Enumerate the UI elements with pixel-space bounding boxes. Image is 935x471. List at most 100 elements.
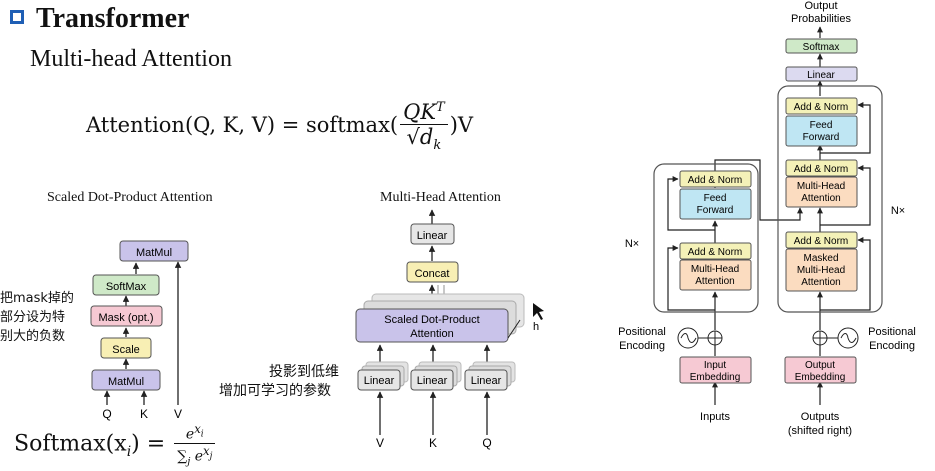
h-label: h [533,321,539,333]
softmax-den-sup-sub: j [209,450,213,461]
scaled-dot-heading: Scaled Dot-Product Attention [47,190,213,205]
formula-fraction: QKT√dk [400,100,448,153]
softmax-num: e [185,426,195,443]
dec-addnorm-bottom: Add & Norm [794,236,848,247]
outputs-label-1: Outputs [801,411,840,423]
formula-rhs: )V [449,113,474,138]
sdp-input-k: K [140,407,148,421]
decoder-block [777,85,883,313]
outputs-label-2: (shifted right) [788,425,852,437]
sdp-input-q: Q [102,407,111,421]
h-bracket [507,319,521,339]
dec-pe-2: Encoding [869,340,915,352]
dec-addnorm-bottom-box [785,231,858,249]
output-embedding-2: Embedding [795,372,846,383]
softmax-formula: Softmax(xi) = exi ∑j exj [14,422,217,467]
mh-linear-stack-v [357,361,409,391]
sdp-softmax: SoftMax [106,281,147,293]
mh-linear-v: Linear [364,375,395,387]
softmax-den-sup: x [203,443,210,458]
output-probs-1: Output [804,0,837,12]
softmax-lhs: Softmax(x [14,431,127,457]
output-embedding-box [784,356,857,384]
mh-input-k: K [429,436,437,450]
sdp-matmul-bottom: MatMul [108,376,144,388]
dec-softmax: Softmax [803,42,840,53]
enc-nx-label: N× [625,238,639,250]
encoder-block [653,163,759,313]
mh-concat-box [406,261,459,283]
sdp-matmul-top-box [119,240,189,262]
sdp-input-v: V [174,407,182,421]
softmax-den-e: e [194,448,204,465]
inputs-label: Inputs [700,411,730,423]
enc-pe-1: Positional [618,326,666,338]
formula-numerator: QK [403,100,437,124]
dec-mha-2: Attention [801,193,840,204]
softmax-num-sup-sub: i [200,429,204,440]
mh-linear-k: Linear [417,375,448,387]
sdp-matmul-top: MatMul [136,247,172,259]
sdp-matmul-bottom-box [91,369,161,391]
sdpa-box [355,308,509,343]
formula-denominator: √d [406,125,434,149]
enc-ff-2: Forward [697,205,734,216]
enc-addnorm-top: Add & Norm [688,175,742,186]
sdp-scale-box [100,337,152,359]
dec-linear-box [785,66,858,82]
softmax-num-sup: x [194,422,201,436]
mh-input-q: Q [482,436,491,450]
sdpa-line2: Attention [410,328,453,340]
dec-masked-mha-box [785,248,858,292]
dec-masked-1: Masked [803,253,838,264]
projection-note-line: 增加可学习的参数 [219,383,331,399]
slide-subtitle: Multi-head Attention [30,46,232,72]
formula-lhs: Attention(Q, K, V) = softmax( [86,113,399,138]
dec-pe-1: Positional [868,326,916,338]
output-embedding-1: Output [805,360,835,371]
dec-addnorm-mid: Add & Norm [794,164,848,175]
mask-note-line: 把mask掉的 [0,291,74,306]
dec-ff-2: Forward [803,132,840,143]
mh-input-v: V [376,436,384,450]
mask-note-line: 别大的负数 [0,329,66,344]
input-embedding-1: Input [704,360,726,371]
softmax-fraction: exi ∑j exj [174,422,216,467]
dec-mha-box [785,176,858,208]
slide-title: Transformer [36,3,190,34]
formula-denominator-sub: k [433,138,442,154]
multi-head-heading: Multi-Head Attention [380,190,501,205]
mask-note: 把mask掉的 部分设为特 别大的负数 [0,289,74,346]
sdp-mask: Mask (opt.) [98,312,153,324]
enc-mha-2: Attention [695,276,734,287]
softmax-lhs-close: ) = [131,431,166,457]
dec-softmax-box [785,38,858,54]
scaled-dot-diagram [103,261,182,405]
input-embedding-box [679,356,752,384]
dec-addnorm-top-box [785,97,858,115]
softmax-lhs-sub: i [126,443,132,460]
dec-mha-1: Multi-Head [797,181,845,192]
title-bullet-icon [10,10,24,24]
dec-addnorm-mid-box [785,159,858,177]
enc-ff-1: Feed [704,193,727,204]
input-embedding-2: Embedding [690,372,741,383]
dec-masked-3: Attention [801,277,840,288]
mh-linear-top-box [410,223,455,245]
enc-mha-box [679,259,752,291]
output-probs-2: Probabilities [791,13,851,25]
mh-linear-top: Linear [417,230,448,242]
dec-addnorm-top: Add & Norm [794,102,848,113]
mask-note-line: 部分设为特 [0,310,66,325]
mh-linear-stack-k [410,361,462,391]
dec-nx-label: N× [891,205,905,217]
projection-note-line: 投影到低维 [269,364,339,380]
dec-ff-1: Feed [810,120,833,131]
dec-ff-box [785,115,858,147]
projection-note: 投影到低维 增加可学习的参数 [219,363,339,401]
enc-addnorm-top-box [679,170,752,188]
mh-linear-stack-q [464,361,516,391]
enc-addnorm-bottom-box [679,242,752,260]
mh-concat: Concat [415,268,450,280]
